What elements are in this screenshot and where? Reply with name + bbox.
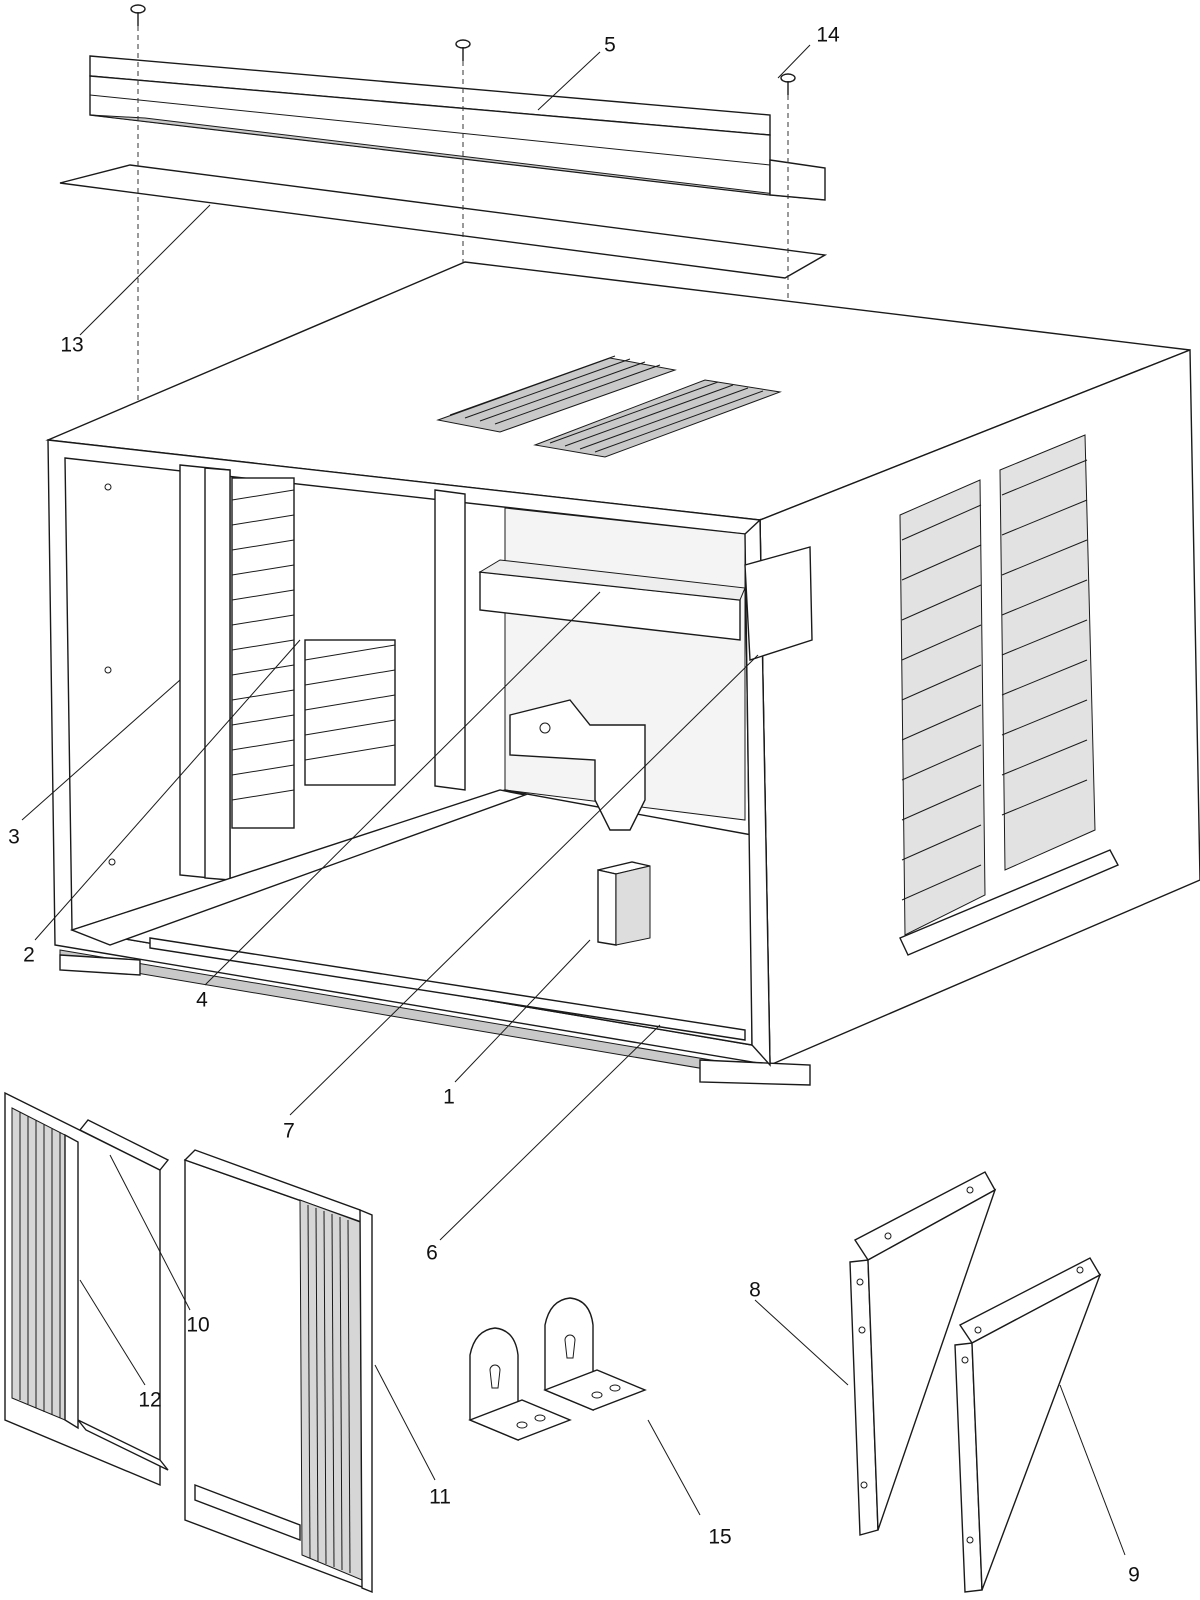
callout-1: 1 bbox=[443, 1085, 455, 1109]
right-curtain-panel bbox=[183, 1149, 373, 1594]
callout-15: 15 bbox=[708, 1525, 732, 1549]
callout-7: 7 bbox=[283, 1119, 295, 1143]
gasket-strip-part-13 bbox=[59, 164, 828, 279]
screw-left bbox=[130, 4, 146, 26]
callout-5: 5 bbox=[604, 33, 616, 57]
screws-part-14 bbox=[130, 4, 796, 95]
callout-13: 13 bbox=[60, 333, 84, 357]
callout-4: 4 bbox=[196, 988, 208, 1012]
callout-8: 8 bbox=[749, 1278, 761, 1302]
top-rail-part-5 bbox=[89, 55, 826, 201]
callout-6: 6 bbox=[426, 1241, 438, 1265]
support-brace-part-8 bbox=[849, 1171, 997, 1536]
cabinet-part-1 bbox=[45, 261, 1200, 1086]
leader-lines bbox=[21, 44, 1126, 1556]
bracket-left bbox=[468, 1327, 572, 1442]
bracket-right bbox=[543, 1297, 647, 1412]
left-curtain-panel bbox=[4, 1091, 170, 1487]
top-grille-louvers bbox=[436, 355, 782, 458]
lower-interior-louvers bbox=[304, 639, 396, 786]
callout-9: 9 bbox=[1128, 1563, 1140, 1587]
support-brace-part-9 bbox=[954, 1257, 1102, 1593]
mounting-brackets-part-15 bbox=[468, 1297, 647, 1442]
side-louvers-left bbox=[899, 479, 986, 936]
callout-3: 3 bbox=[8, 825, 20, 849]
callout-14: 14 bbox=[816, 23, 840, 47]
callout-10: 10 bbox=[186, 1313, 210, 1337]
callout-12: 12 bbox=[138, 1388, 162, 1412]
callout-2: 2 bbox=[23, 943, 35, 967]
screw-middle bbox=[455, 39, 471, 61]
screw-right bbox=[780, 73, 796, 95]
left-interior-louvers bbox=[231, 477, 295, 829]
callout-11: 11 bbox=[429, 1485, 451, 1509]
side-louvers-right bbox=[999, 434, 1096, 871]
